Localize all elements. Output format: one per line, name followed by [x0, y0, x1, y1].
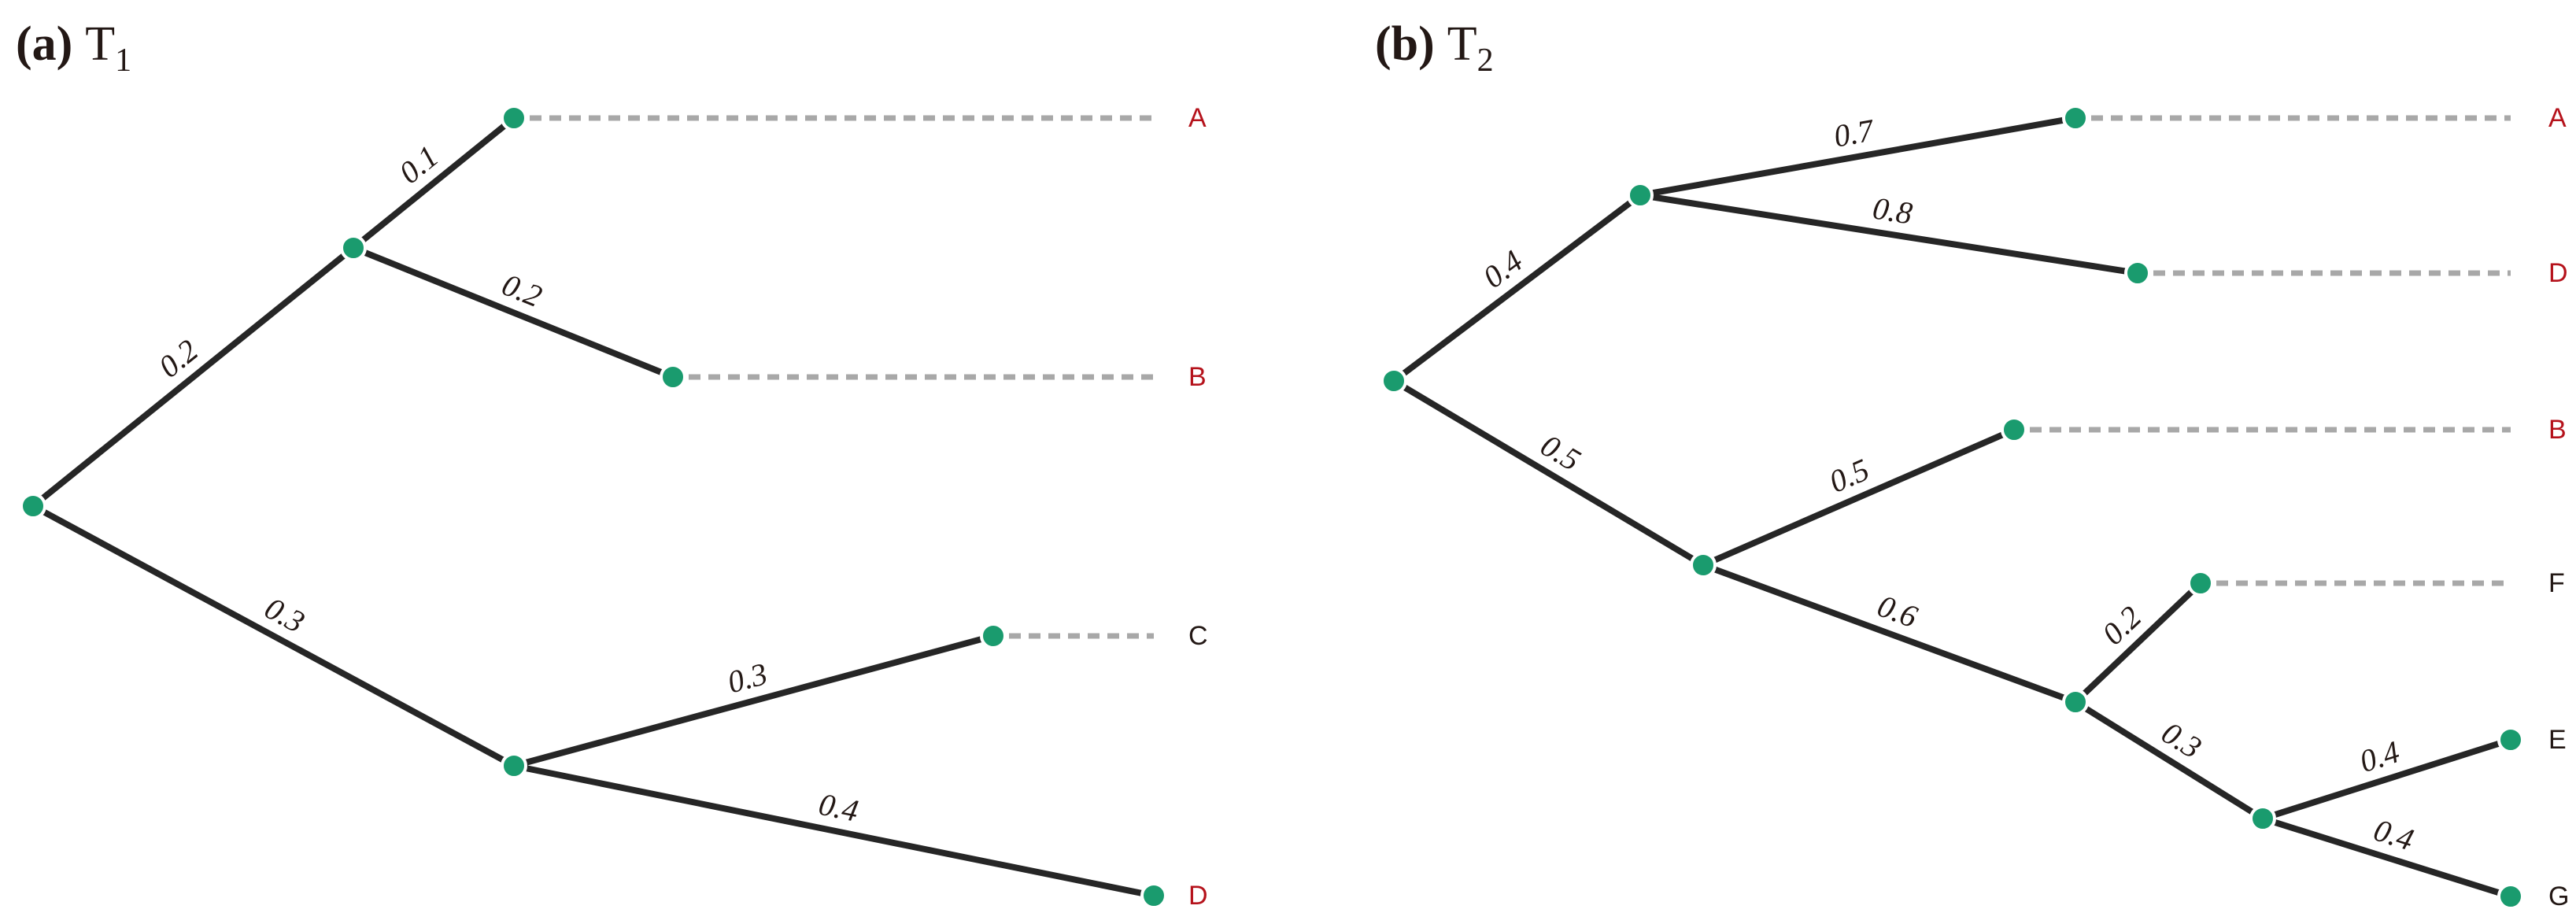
branch-p-nD [1637, 192, 2141, 276]
tree-node-v [501, 752, 527, 779]
leaf-label-d: D [2548, 258, 2568, 288]
panel-b-branches [1391, 115, 2514, 900]
leaf-label-e: E [2548, 725, 2567, 755]
tree-node-p [1627, 182, 1654, 209]
branch-q-s [1700, 562, 2079, 705]
tree-node-u [340, 235, 367, 261]
leaf-label-b: B [2548, 415, 2567, 445]
branch-u-nA [350, 115, 517, 251]
tree-node-nG [2497, 883, 2524, 910]
tree-node-nD [1140, 882, 1167, 909]
panel-b-nodes [1380, 105, 2524, 910]
branch-q-nB [1700, 427, 2017, 568]
panel-a-tree-name: T [85, 17, 115, 71]
panel-a-branch-weights: 0.20.10.20.30.30.4 [152, 139, 862, 829]
branch-weight-t-nG: 0.4 [2370, 812, 2418, 858]
tree-node-r [1380, 368, 1407, 394]
branch-u-nB [350, 245, 676, 380]
branch-weight-v-nD: 0.4 [816, 786, 862, 829]
tree-node-nD [2124, 260, 2151, 286]
branch-weight-p-nD: 0.8 [1871, 190, 1915, 231]
tree-node-nB [2001, 416, 2027, 443]
tree-node-t [2249, 805, 2276, 832]
panel-a-branches [30, 115, 1157, 899]
branch-t-nE [2260, 737, 2514, 822]
tree-node-r [20, 493, 46, 519]
branch-r-q [1391, 378, 1706, 568]
leaf-label-c: C [1188, 621, 1208, 651]
panel-b-title: (b)T2 [1375, 17, 1494, 79]
tree-node-q [1690, 552, 1717, 578]
leaf-label-a: A [2548, 103, 2567, 133]
tree-node-nC [980, 623, 1007, 649]
panel-b-tree-name: T [1447, 17, 1477, 71]
branch-weight-v-nC: 0.3 [724, 656, 771, 700]
panel-a-title: (a)T1 [16, 17, 131, 79]
branch-r-u [30, 245, 357, 509]
tree-node-nF [2187, 570, 2214, 597]
branch-r-v [30, 503, 517, 769]
panel-a-tag: (a) [16, 17, 72, 71]
panel-b-leaf-connectors [2030, 115, 2511, 586]
branch-p-nA [1637, 115, 2079, 198]
branch-v-nC [511, 633, 996, 769]
branch-weight-t-nE: 0.4 [2356, 734, 2404, 779]
branch-s-t [2072, 699, 2266, 822]
branch-weight-p-nA: 0.7 [1831, 112, 1878, 153]
leaf-label-f: F [2548, 568, 2565, 598]
tree-node-nE [2497, 726, 2524, 753]
branch-r-p [1391, 192, 1643, 384]
panel-b-leaf-labels: A D B F E G [2548, 103, 2569, 911]
panel-a-leaf-labels: A B C D [1188, 103, 1208, 911]
panel-a-tree-subscript: 1 [115, 43, 131, 79]
leaf-label-g: G [2548, 881, 2569, 911]
panel-a-nodes [20, 105, 1167, 909]
branch-v-nD [511, 763, 1157, 899]
leaf-label-d: D [1188, 881, 1208, 911]
tree-node-nA [501, 105, 527, 131]
branch-t-nG [2260, 815, 2514, 900]
leaf-label-a: A [1188, 103, 1207, 133]
panel-b-tag: (b) [1375, 17, 1435, 71]
tree-node-nA [2062, 105, 2089, 131]
panel-a-leaf-connectors [530, 115, 1154, 639]
leaf-label-b: B [1188, 362, 1207, 392]
branch-s-nF [2072, 580, 2204, 705]
tree-node-s [2062, 689, 2089, 715]
tree-node-nB [660, 364, 686, 390]
panel-b-tree-subscript: 2 [1477, 43, 1494, 79]
